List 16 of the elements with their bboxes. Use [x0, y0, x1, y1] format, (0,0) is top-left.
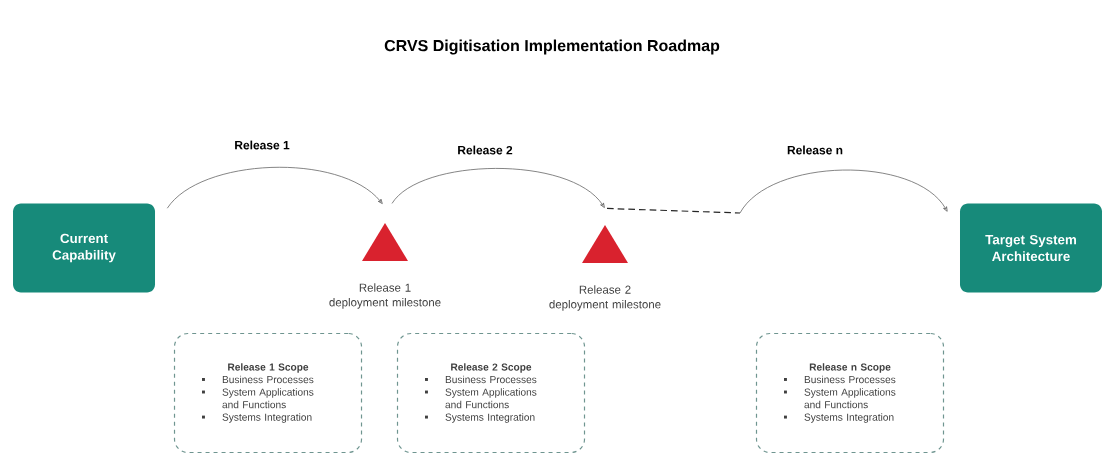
- arrow: [606, 169, 948, 214]
- scope-box: Release 2 Scope Business Processes System Applications and Functions Systems Integration: [396, 332, 586, 454]
- stage-box: Target System Architecture: [960, 203, 1102, 293]
- edge-label: Release 1: [233, 139, 292, 151]
- edge-label: Release n: [785, 144, 845, 156]
- edge-label: Release 2: [456, 144, 515, 156]
- milestone-caption: Release 1 deployment milestone: [329, 283, 441, 309]
- milestone-triangle: [582, 224, 628, 263]
- milestone-triangle: [362, 222, 408, 261]
- arrow: [391, 168, 605, 208]
- scope-box: Release n Scope Business Processes System Applications and Functions Systems Integration: [755, 332, 945, 454]
- milestone-caption: Release 2 deployment milestone: [549, 285, 661, 311]
- arrow: [166, 167, 383, 209]
- stage-box: Current Capability: [13, 203, 155, 293]
- title: CRVS Digitisation Implementation Roadmap: [384, 39, 720, 55]
- scope-box: Release 1 Scope Business Processes System Applications and Functions Systems Integration: [173, 332, 363, 454]
